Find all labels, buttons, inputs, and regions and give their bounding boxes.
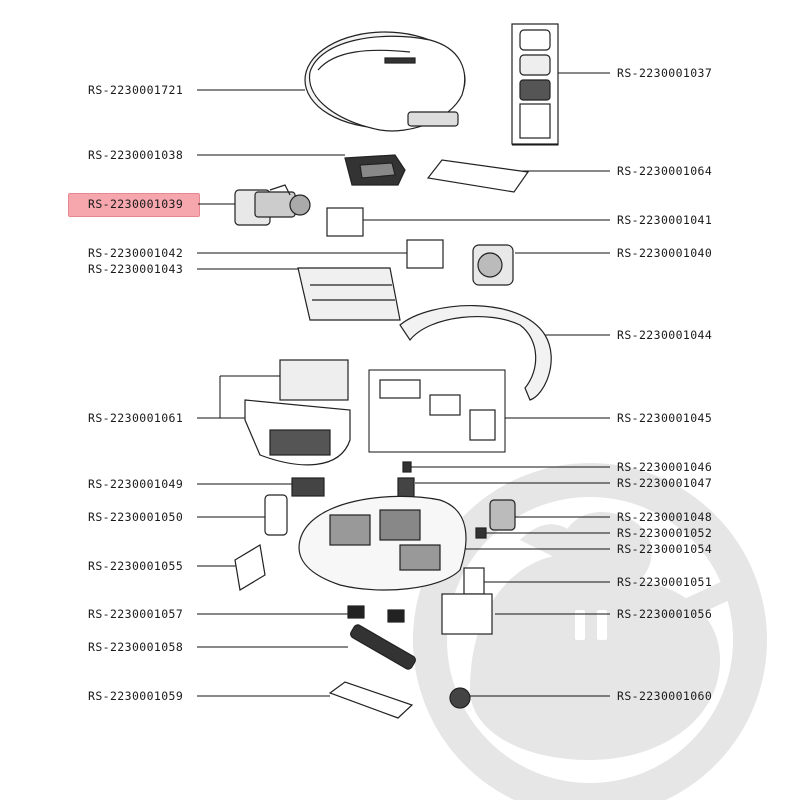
brush-housing-part bbox=[297, 267, 401, 321]
selected-label-highlight bbox=[68, 193, 200, 217]
side-panel-part bbox=[264, 494, 288, 536]
sensor-part bbox=[406, 239, 444, 269]
plate-part bbox=[426, 159, 530, 193]
part-label-rs-2230001058[interactable]: RS-2230001058 bbox=[88, 640, 184, 654]
part-label-rs-2230001721[interactable]: RS-2230001721 bbox=[88, 83, 184, 97]
brush-cover-part bbox=[344, 154, 406, 186]
dust-bin-part bbox=[244, 359, 351, 466]
part-label-rs-2230001051[interactable]: RS-2230001051 bbox=[617, 575, 713, 589]
part-label-rs-2230001045[interactable]: RS-2230001045 bbox=[617, 411, 713, 425]
part-label-rs-2230001043[interactable]: RS-2230001043 bbox=[88, 262, 184, 276]
part-label-rs-2230001060[interactable]: RS-2230001060 bbox=[617, 689, 713, 703]
part-label-rs-2230001048[interactable]: RS-2230001048 bbox=[617, 510, 713, 524]
sensor-bracket-set-part bbox=[379, 379, 496, 441]
foot-part bbox=[387, 609, 405, 623]
part-label-rs-2230001040[interactable]: RS-2230001040 bbox=[617, 246, 713, 260]
part-label-rs-2230001037[interactable]: RS-2230001037 bbox=[617, 66, 713, 80]
part-label-rs-2230001038[interactable]: RS-2230001038 bbox=[88, 148, 184, 162]
connector-part bbox=[291, 477, 325, 497]
part-label-rs-2230001059[interactable]: RS-2230001059 bbox=[88, 689, 184, 703]
wheel-module-right-part bbox=[472, 244, 514, 286]
part-label-rs-2230001041[interactable]: RS-2230001041 bbox=[617, 213, 713, 227]
foot-part bbox=[347, 605, 365, 619]
part-label-rs-2230001057[interactable]: RS-2230001057 bbox=[88, 607, 184, 621]
wheel-module-part bbox=[234, 184, 311, 226]
top-cover-part bbox=[304, 31, 466, 132]
clip-part bbox=[326, 207, 364, 237]
part-label-rs-2230001044[interactable]: RS-2230001044 bbox=[617, 328, 713, 342]
part-label-rs-2230001039[interactable]: RS-2230001039 bbox=[88, 197, 184, 211]
side-cover-part bbox=[234, 544, 266, 591]
charging-contact-part bbox=[463, 567, 485, 595]
small-clip-part bbox=[475, 527, 487, 539]
part-label-rs-2230001056[interactable]: RS-2230001056 bbox=[617, 607, 713, 621]
leader-line bbox=[197, 376, 221, 419]
brush-frame-part bbox=[328, 681, 414, 719]
main-brush-part bbox=[350, 624, 416, 670]
part-label-rs-2230001042[interactable]: RS-2230001042 bbox=[88, 246, 184, 260]
bottom-cover-part bbox=[441, 593, 493, 635]
part-label-rs-2230001050[interactable]: RS-2230001050 bbox=[88, 510, 184, 524]
part-label-rs-2230001054[interactable]: RS-2230001054 bbox=[617, 542, 713, 556]
part-label-rs-2230001052[interactable]: RS-2230001052 bbox=[617, 526, 713, 540]
screw-part bbox=[402, 461, 412, 473]
part-label-rs-2230001061[interactable]: RS-2230001061 bbox=[88, 411, 184, 425]
part-label-rs-2230001049[interactable]: RS-2230001049 bbox=[88, 477, 184, 491]
wheel-right-part bbox=[489, 499, 516, 531]
part-label-rs-2230001055[interactable]: RS-2230001055 bbox=[88, 559, 184, 573]
leader-box bbox=[368, 369, 506, 453]
base-chassis-part bbox=[298, 495, 467, 591]
filter-kit-part bbox=[511, 23, 559, 145]
part-label-rs-2230001047[interactable]: RS-2230001047 bbox=[617, 476, 713, 490]
part-label-rs-2230001046[interactable]: RS-2230001046 bbox=[617, 460, 713, 474]
tab-part bbox=[397, 477, 415, 499]
part-label-rs-2230001064[interactable]: RS-2230001064 bbox=[617, 164, 713, 178]
side-brush-part bbox=[449, 687, 471, 709]
bumper-part bbox=[399, 305, 552, 401]
